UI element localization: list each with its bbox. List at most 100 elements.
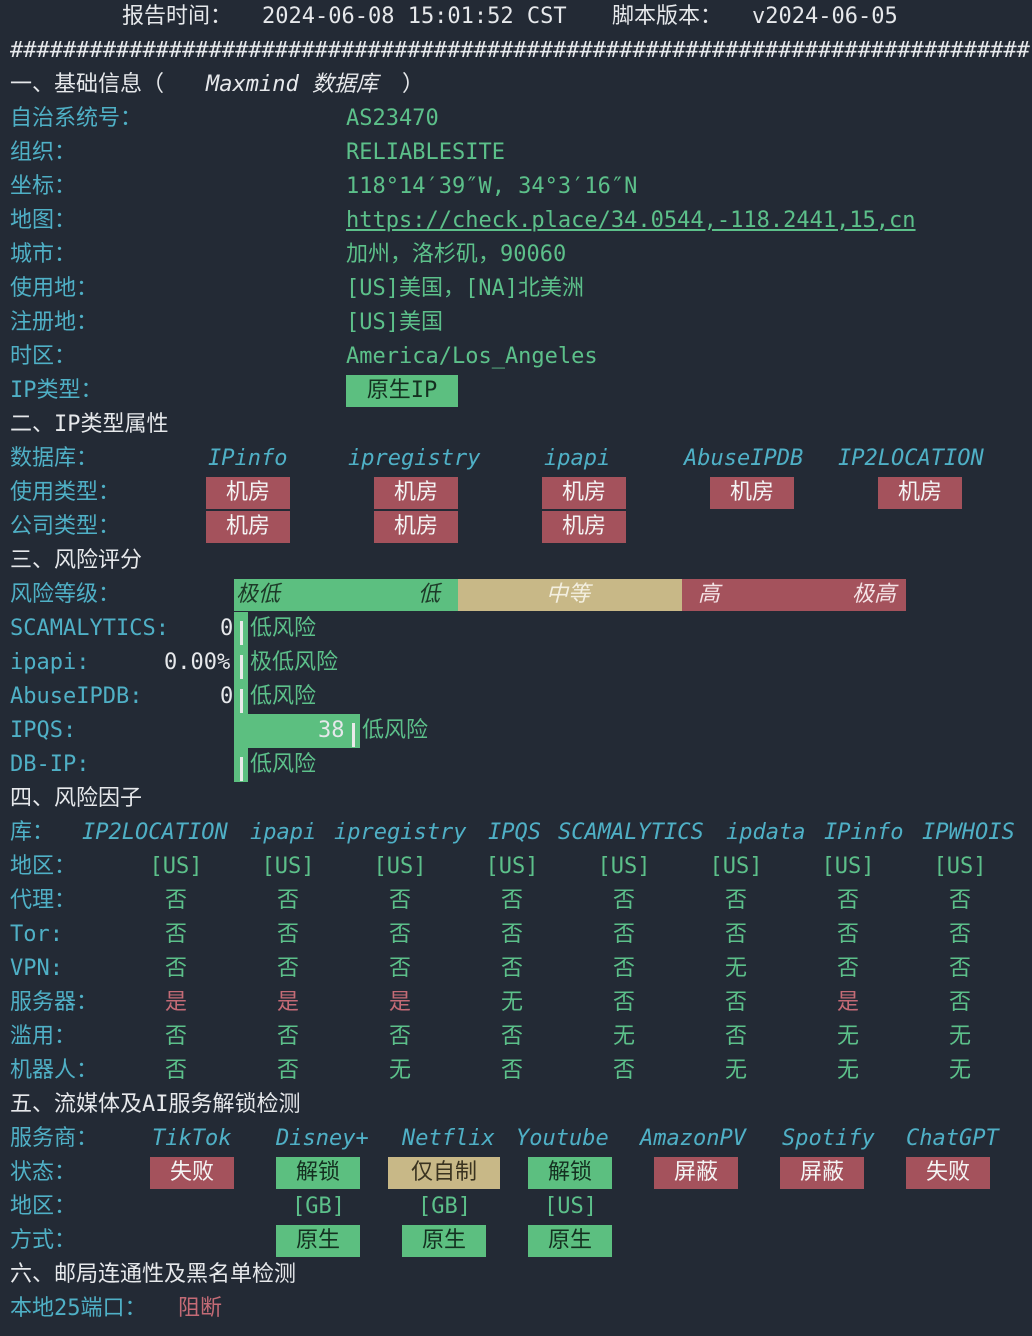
basic-info-row: 注册地：[US]美国 xyxy=(0,306,1032,340)
risk-factor-cell: 无 xyxy=(724,1058,748,1083)
provider-label: 服务商： xyxy=(10,1126,99,1151)
db-label: 数据库： xyxy=(10,446,99,471)
basic-info-value: 加州，洛杉矶，90060 xyxy=(346,242,567,267)
risk-factor-cell: 否 xyxy=(164,956,188,981)
risk-factor-cell: 否 xyxy=(164,888,188,913)
basic-info-value: [US]美国，[NA]北美洲 xyxy=(346,276,584,301)
risk-verdict: 低风险 xyxy=(250,684,317,709)
risk-row: AbuseIPDB: 0 低风险 xyxy=(0,680,1032,714)
port25-label: 本地25端口： xyxy=(10,1296,147,1321)
basic-info-row: 自治系统号：AS23470 xyxy=(0,102,1032,136)
risk-source-label: IPQS: xyxy=(10,718,77,743)
risk-verdict: 低风险 xyxy=(362,718,429,743)
risk-factor-label: 代理： xyxy=(10,888,77,913)
header-line: 报告时间： 2024-06-08 15:01:52 CST 脚本版本： v202… xyxy=(0,0,1032,34)
risk-factor-label: 服务器： xyxy=(10,990,99,1015)
section3-title-text: 三、风险评分 xyxy=(10,548,143,573)
db-ipapi: ipapi xyxy=(544,446,611,471)
section5-title: 五、流媒体及AI服务解锁检测 xyxy=(0,1088,1032,1122)
risk-factor-row: 代理：否否否否否否否否 xyxy=(0,884,1032,918)
map-link[interactable]: https://check.place/34.0544,-118.2441,15… xyxy=(346,208,916,233)
risk-factor-cell: [US] xyxy=(709,854,763,879)
usage-type-badge: 机房 xyxy=(542,477,626,509)
risk-factor-cell: 无 xyxy=(948,1024,972,1049)
risk-factor-cell: 否 xyxy=(276,922,300,947)
risk-factor-cell: 无 xyxy=(500,990,524,1015)
risk-score: 38 xyxy=(318,718,345,743)
risk-factor-cell: 否 xyxy=(724,990,748,1015)
risk-source-label: AbuseIPDB: xyxy=(10,684,143,709)
basic-info-row: 使用地：[US]美国，[NA]北美洲 xyxy=(0,272,1032,306)
risk-factor-cell: 否 xyxy=(724,888,748,913)
risk-factor-cell: 否 xyxy=(500,922,524,947)
db-ip2location: IP2LOCATION xyxy=(838,446,984,471)
risk-factor-cell: 否 xyxy=(612,956,636,981)
risk-scale-very-high: 极高 xyxy=(852,582,897,607)
risk-factor-cell: 否 xyxy=(836,956,860,981)
risk-factor-cell: [US] xyxy=(373,854,427,879)
basic-info-row: 城市：加州，洛杉矶，90060 xyxy=(0,238,1032,272)
bar-marker xyxy=(240,655,243,679)
report-time: 2024-06-08 15:01:52 CST xyxy=(262,4,567,29)
risk-row: SCAMALYTICS: 0 低风险 xyxy=(0,612,1032,646)
ip-type-row: IP类型： 原生IP xyxy=(0,374,1032,408)
risk-factor-row: 地区：[US][US][US][US][US][US][US][US] xyxy=(0,850,1032,884)
region-netflix: [GB] xyxy=(418,1194,471,1219)
risk-scale-low: 低 xyxy=(418,582,441,607)
report-time-label: 报告时间： xyxy=(122,4,233,29)
provider-amazonpv: AmazonPV xyxy=(640,1126,746,1151)
risk-factor-cell: 否 xyxy=(948,956,972,981)
provider-row: 服务商： TikTok Disney+ Netflix Youtube Amaz… xyxy=(0,1122,1032,1156)
risk-factor-label: 机器人： xyxy=(10,1058,99,1083)
status-badge-netflix: 仅自制 xyxy=(388,1157,500,1189)
risk-factor-cell: 否 xyxy=(164,1024,188,1049)
basic-info-value: America/Los_Angeles xyxy=(346,344,598,369)
risk-score: 0 xyxy=(220,616,234,641)
risk-factor-cell: 无 xyxy=(836,1058,860,1083)
basic-info-row: 地图： https://check.place/34.0544,-118.2441… xyxy=(0,204,1032,238)
usage-type-badge: 机房 xyxy=(710,477,794,509)
bar-marker xyxy=(240,757,243,781)
lib-scamalytics: SCAMALYTICS xyxy=(558,820,704,845)
risk-factor-cell: 是 xyxy=(388,990,412,1015)
risk-row: IPQS: 38 低风险 xyxy=(0,714,1032,748)
provider-youtube: Youtube xyxy=(516,1126,609,1151)
risk-factor-cell: 无 xyxy=(948,1058,972,1083)
risk-scale-row: 风险等级： 极低 低 中等 高 极高 xyxy=(0,578,1032,612)
risk-factor-cell: 否 xyxy=(500,1058,524,1083)
lib-ipdata: ipdata xyxy=(726,820,806,845)
risk-factor-cell: 否 xyxy=(276,888,300,913)
risk-factor-cell: 否 xyxy=(612,922,636,947)
risk-factor-cell: 否 xyxy=(500,888,524,913)
status-badge-disney: 解锁 xyxy=(276,1157,360,1189)
risk-factor-cell: 否 xyxy=(612,888,636,913)
risk-factor-row: 滥用：否否否否无否无无 xyxy=(0,1020,1032,1054)
provider-tiktok: TikTok xyxy=(152,1126,232,1151)
risk-scale-low-segment xyxy=(234,579,458,611)
status-badge-chatgpt: 失败 xyxy=(906,1157,990,1189)
status-label: 状态： xyxy=(10,1160,77,1185)
risk-scale-medium-segment xyxy=(458,579,682,611)
method-label: 方式： xyxy=(10,1228,77,1253)
library-header-row: 库： IP2LOCATION ipapi ipregistry IPQS SCA… xyxy=(0,816,1032,850)
usage-type-badge: 机房 xyxy=(878,477,962,509)
basic-info-value: [US]美国 xyxy=(346,310,443,335)
bar-marker xyxy=(352,723,355,747)
section1-title-suffix: ） xyxy=(402,72,425,97)
basic-info-row: 时区：America/Los_Angeles xyxy=(0,340,1032,374)
lib-ipwhois: IPWHOIS xyxy=(922,820,1015,845)
risk-factor-cell: 无 xyxy=(724,956,748,981)
risk-factor-cell: 否 xyxy=(612,1058,636,1083)
risk-verdict: 极低风险 xyxy=(250,650,339,675)
risk-factor-cell: 否 xyxy=(276,956,300,981)
risk-factor-cell: [US] xyxy=(149,854,203,879)
basic-info-value: 118°14′39″W, 34°3′16″N xyxy=(346,174,638,199)
basic-info-label: 地图： xyxy=(10,208,77,233)
method-badge-youtube: 原生 xyxy=(528,1225,612,1257)
risk-row: ipapi: 0.00% 极低风险 xyxy=(0,646,1032,680)
db-ipinfo: IPinfo xyxy=(208,446,288,471)
db-abuseipdb: AbuseIPDB xyxy=(684,446,804,471)
basic-info-value: AS23470 xyxy=(346,106,439,131)
section1-title: 一、基础信息（ Maxmind 数据库 ） xyxy=(0,68,1032,102)
risk-factor-cell: 无 xyxy=(388,1058,412,1083)
